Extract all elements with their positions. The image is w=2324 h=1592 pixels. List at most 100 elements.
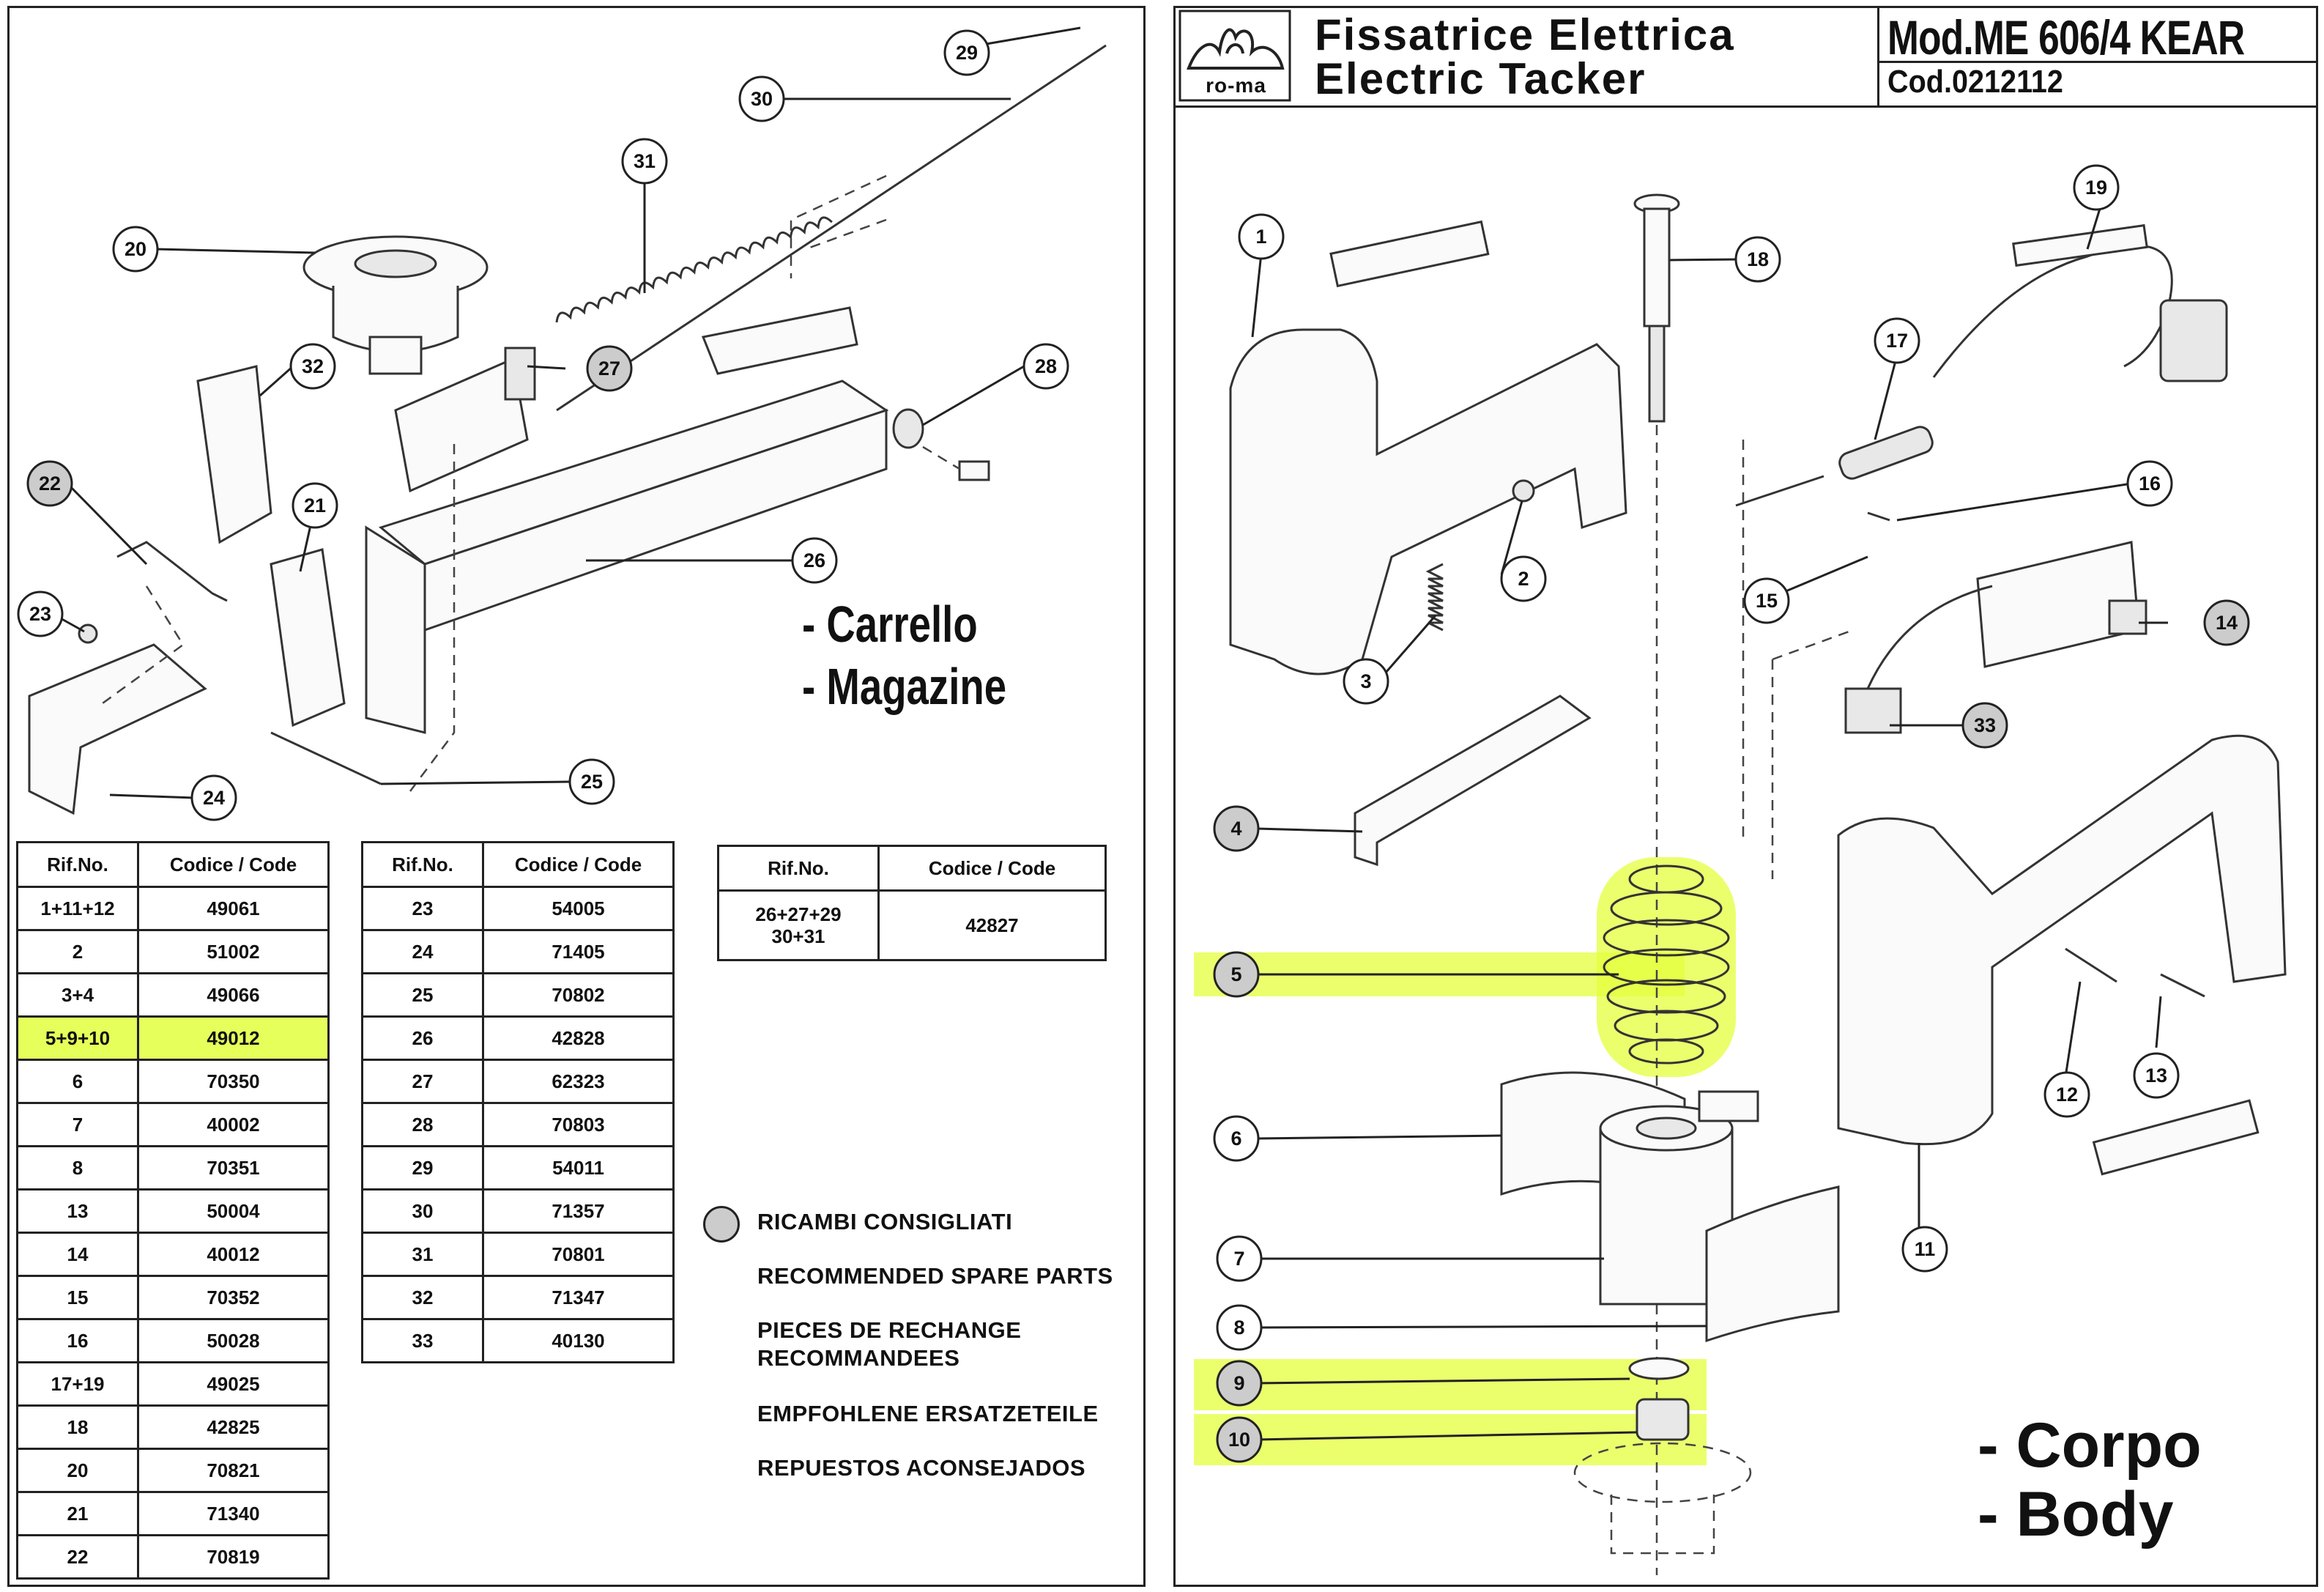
legend-line: RECOMMENDED SPARE PARTS xyxy=(757,1263,1113,1289)
power-cable xyxy=(1932,244,2173,378)
bushing-10 xyxy=(1636,1398,1690,1441)
column-header-ref: Rif.No. xyxy=(361,841,484,888)
legend-line: EMPFOHLENE ERSATZETEILE xyxy=(757,1401,1099,1426)
ref-line: 26+27+29 xyxy=(755,903,842,925)
switch-14 xyxy=(2108,599,2147,635)
label-plate-1 xyxy=(1329,220,1490,288)
code-cell: 71357 xyxy=(482,1188,675,1234)
callout-23: 23 xyxy=(17,590,64,637)
ref-cell: 1+11+12 xyxy=(16,886,139,931)
dash-28 xyxy=(922,445,960,470)
column-header-code: Codice / Code xyxy=(137,841,330,888)
nut-23 xyxy=(78,623,98,644)
knob-inner xyxy=(354,249,437,278)
ref-line: 30+31 xyxy=(771,925,825,947)
table-row: 26+27+29 30+31 42827 xyxy=(717,889,1107,961)
callout-33: 33 xyxy=(1961,702,2008,749)
bushing-28 xyxy=(892,408,924,449)
body-housing xyxy=(1229,328,1627,675)
clamp-16 xyxy=(1867,511,1890,522)
ref-cell: 27 xyxy=(361,1059,484,1104)
svg-text:32: 32 xyxy=(302,355,324,377)
ref-cell: 25 xyxy=(361,972,484,1018)
ref-cell: 32 xyxy=(361,1275,484,1320)
code-cell: 71347 xyxy=(482,1275,675,1320)
callout-30: 30 xyxy=(738,75,785,122)
label-19 xyxy=(2012,223,2148,267)
section-label-carrello: - Carrello xyxy=(802,596,978,653)
slider-4 xyxy=(1354,695,1592,867)
ref-cell: 21 xyxy=(16,1491,139,1536)
dash-electronics xyxy=(1771,629,1854,879)
svg-text:15: 15 xyxy=(1756,590,1778,612)
title-english: Electric Tacker xyxy=(1315,54,1647,103)
section-label-magazine: - Magazine xyxy=(802,658,1007,715)
code-cell: 71405 xyxy=(482,929,675,974)
handle-shell xyxy=(1837,734,2287,1146)
ref-cell: 3+4 xyxy=(16,972,139,1018)
callout-18: 18 xyxy=(1734,236,1781,283)
callout-14: 14 xyxy=(2203,599,2250,646)
recommended-marker-icon xyxy=(703,1206,740,1243)
callout-32: 32 xyxy=(289,343,336,390)
ref-cell: 29 xyxy=(361,1145,484,1191)
spring-3 xyxy=(1425,563,1444,632)
label-plate-11 xyxy=(2092,1099,2260,1176)
guide-24 xyxy=(28,643,207,815)
svg-text:17: 17 xyxy=(1886,330,1908,352)
code-cell: 54005 xyxy=(482,886,675,931)
code-cell: 54011 xyxy=(482,1145,675,1191)
svg-text:18: 18 xyxy=(1747,248,1769,270)
magazine-front xyxy=(365,525,426,734)
ref-cell: 31 xyxy=(361,1232,484,1277)
highlight-spring xyxy=(1597,857,1736,1077)
svg-text:30: 30 xyxy=(751,88,773,110)
dash-c xyxy=(409,440,456,792)
callout-27: 27 xyxy=(586,345,633,392)
dash-b xyxy=(805,218,887,251)
svg-text:19: 19 xyxy=(2085,177,2107,199)
ref-cell: 8 xyxy=(16,1145,139,1191)
parts-table-kit: Rif.No. Codice / Code 26+27+29 30+31 428… xyxy=(717,845,1107,961)
pin-25 xyxy=(270,731,382,785)
code-cell: 49061 xyxy=(137,886,330,931)
screw-28 xyxy=(958,460,990,481)
code-cell: 51002 xyxy=(137,929,330,974)
callout-28: 28 xyxy=(1022,343,1069,390)
callout-15: 15 xyxy=(1743,577,1790,624)
callout-1: 1 xyxy=(1238,213,1285,260)
dash-a xyxy=(790,174,887,278)
roma-logo-icon xyxy=(1178,10,1291,102)
section-label-body: - Body xyxy=(1978,1479,2174,1550)
follower-tab xyxy=(504,347,536,401)
callout-21: 21 xyxy=(292,482,338,529)
follower xyxy=(394,357,529,493)
ref-cell: 24 xyxy=(361,929,484,974)
svg-text:11: 11 xyxy=(1915,1238,1936,1260)
title-block: ro-ma Fissatrice Elettrica Electric Tack… xyxy=(1176,8,2317,108)
code-cell: 62323 xyxy=(482,1059,675,1104)
column-header-code: Codice / Code xyxy=(877,845,1107,892)
code-cell: 49012 xyxy=(137,1015,330,1061)
ref-cell: 14 xyxy=(16,1232,139,1277)
callout-19: 19 xyxy=(2073,164,2120,211)
pusher-rod xyxy=(556,44,1107,412)
callout-20: 20 xyxy=(112,226,159,273)
code-cell: 70350 xyxy=(137,1059,330,1104)
model-divider xyxy=(1877,61,2317,63)
code-cell: 49066 xyxy=(137,972,330,1018)
highlight-9 xyxy=(1194,1359,1707,1410)
ref-cell: 20 xyxy=(16,1448,139,1493)
